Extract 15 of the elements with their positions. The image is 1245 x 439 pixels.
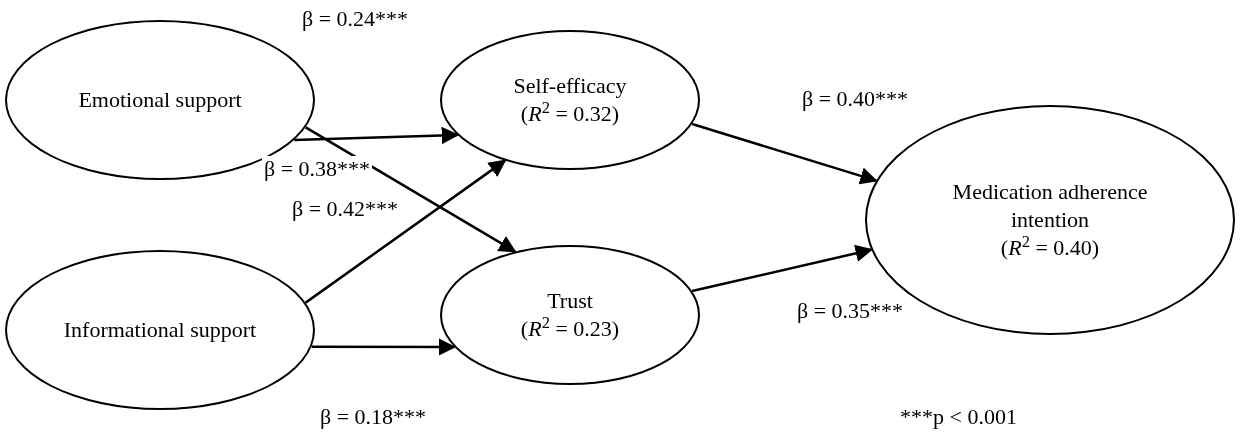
node-label: Medication adherence intention <box>951 178 1149 234</box>
node-label: Emotional support <box>78 86 242 114</box>
arrow <box>294 126 460 145</box>
node-label: Informational support <box>63 316 257 344</box>
arrow <box>305 126 517 253</box>
node-label: (R$^{2}$ = 0.32) <box>520 100 620 128</box>
significance-note: ***p < 0.001 <box>900 404 1017 430</box>
node-label: (R$^{2}$ = 0.40) <box>1000 234 1100 262</box>
node-label: Trust <box>547 287 593 315</box>
node-label: (R$^{2}$ = 0.23) <box>520 315 620 343</box>
arrow <box>304 159 507 304</box>
edge-label: β = 0.38*** <box>262 156 373 182</box>
node-label: Self-efficacy <box>513 72 627 100</box>
arrow <box>691 244 873 293</box>
arrow <box>691 122 878 185</box>
